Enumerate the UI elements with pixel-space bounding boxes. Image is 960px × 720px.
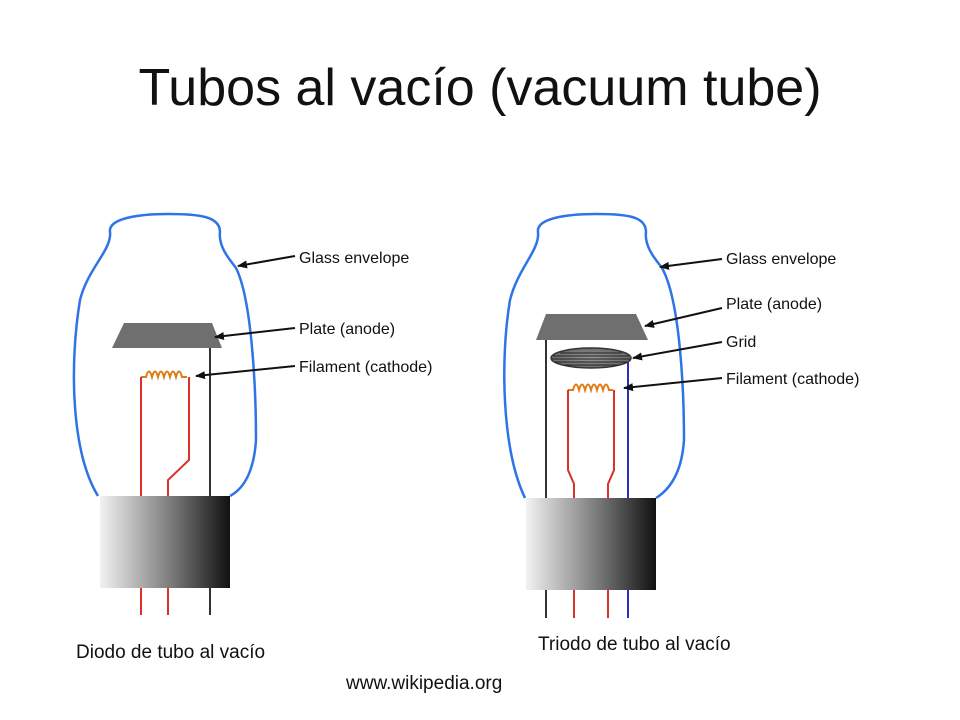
triode-label-glass: Glass envelope xyxy=(726,251,836,268)
triode-arrow-filament xyxy=(623,377,723,392)
diode-tube: Glass envelope Plate (anode) Filament (c… xyxy=(72,212,432,615)
triode-label-plate: Plate (anode) xyxy=(726,296,822,313)
triode-label-grid: Grid xyxy=(726,334,756,351)
source-credit: www.wikipedia.org xyxy=(346,673,503,694)
diode-caption: Diodo de tubo al vacío xyxy=(76,642,266,663)
diode-glass-envelope xyxy=(72,212,258,498)
diode-arrow-plate xyxy=(214,327,296,340)
diode-cathode-lead-right xyxy=(167,377,190,496)
page-title: Tubos al vacío (vacuum tube) xyxy=(138,59,822,117)
triode-arrow-glass xyxy=(659,258,723,270)
diode-arrow-glass xyxy=(237,255,296,269)
diode-arrow-filament xyxy=(195,365,296,380)
triode-base xyxy=(526,498,656,590)
diode-filament xyxy=(141,370,187,381)
triode-glass-envelope xyxy=(503,212,686,500)
diode-label-plate: Plate (anode) xyxy=(299,321,395,338)
diode-plate xyxy=(112,323,222,348)
diode-base xyxy=(100,496,230,588)
diode-label-glass: Glass envelope xyxy=(299,250,409,267)
triode-tube: Glass envelope Plate (anode) Grid Filame… xyxy=(503,212,859,618)
triode-caption: Triodo de tubo al vacío xyxy=(538,634,731,655)
triode-cathode-lead-left xyxy=(567,390,575,498)
diode-label-filament: Filament (cathode) xyxy=(299,359,432,376)
triode-arrow-grid xyxy=(632,341,723,361)
triode-filament xyxy=(568,383,613,394)
triode-label-filament: Filament (cathode) xyxy=(726,371,859,388)
triode-arrow-plate xyxy=(644,307,723,328)
triode-plate xyxy=(536,314,648,340)
triode-cathode-lead-right xyxy=(607,390,615,498)
triode-grid-lines xyxy=(552,352,630,366)
